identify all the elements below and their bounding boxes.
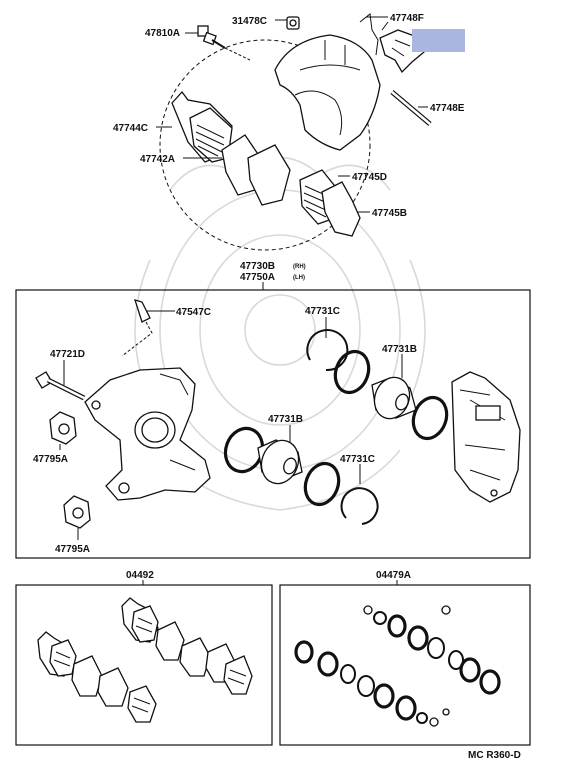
label-47750A-sub: (LH) bbox=[293, 275, 305, 281]
bleeder-47547C bbox=[121, 299, 175, 357]
caliper-outer bbox=[451, 371, 521, 503]
label-47731C-top: 47731C bbox=[305, 306, 340, 317]
caliper-assembly: 47547C 47731C 47721D 47731B 47795A 47731… bbox=[33, 299, 521, 555]
seal-ring-lower bbox=[303, 461, 341, 507]
label-47748F: 47748F bbox=[390, 13, 424, 24]
seal-ring-right bbox=[411, 395, 449, 441]
label-47745B: 47745B bbox=[372, 208, 407, 219]
seal-ring-upper bbox=[333, 349, 371, 395]
label-47731B-middle: 47731B bbox=[268, 414, 303, 425]
label-47750A: 47750A bbox=[240, 272, 275, 283]
dust-boot-47795A-top bbox=[49, 411, 77, 450]
label-47745D: 47745D bbox=[352, 172, 387, 183]
mounting-bracket bbox=[274, 34, 381, 151]
seal-kit-box bbox=[279, 584, 531, 746]
seal-kit-04479A bbox=[294, 605, 501, 727]
piston-47731B-top bbox=[371, 354, 417, 420]
caliper-body bbox=[84, 367, 211, 501]
pad-47742A bbox=[183, 107, 291, 206]
caliper-assembly-box bbox=[15, 289, 531, 559]
label-47742A: 47742A bbox=[140, 154, 175, 165]
pin-47748E bbox=[390, 90, 432, 126]
label-47721D: 47721D bbox=[50, 349, 85, 360]
piston-47731B-middle bbox=[257, 425, 303, 485]
seal-47731C-top bbox=[306, 329, 349, 372]
label-47810A: 47810A bbox=[145, 28, 180, 39]
dust-boot-47795A-bottom bbox=[63, 495, 91, 540]
nut-31478C bbox=[275, 16, 300, 30]
label-04479A: 04479A bbox=[376, 570, 411, 581]
label-47795A-bottom: 47795A bbox=[55, 544, 90, 555]
label-47547C: 47547C bbox=[176, 307, 211, 318]
label-47731B-top: 47731B bbox=[382, 344, 417, 355]
label-47731C-middle: 47731C bbox=[340, 454, 375, 465]
top-assembly: 47810A 31478C 47748F 47748E 47744C 47742… bbox=[113, 13, 465, 251]
label-47730B: 47730B bbox=[240, 261, 275, 272]
shim-47745B bbox=[321, 181, 370, 237]
highlight-box bbox=[412, 29, 465, 52]
pad-kit-04492 bbox=[37, 597, 253, 723]
pad-kit-box bbox=[15, 584, 273, 746]
label-31478C: 31478C bbox=[232, 16, 267, 27]
label-47748E: 47748E bbox=[430, 103, 465, 114]
label-04492: 04492 bbox=[126, 570, 154, 581]
label-47744C: 47744C bbox=[113, 123, 148, 134]
bolt-47721D bbox=[35, 360, 86, 401]
label-47730B-sub: (RH) bbox=[293, 264, 306, 270]
seal-47731C-middle bbox=[340, 487, 379, 525]
label-47795A-top: 47795A bbox=[33, 454, 68, 465]
bolt-47810A bbox=[185, 25, 251, 61]
drawing-code: MC R360-D bbox=[468, 750, 521, 761]
disc-outline bbox=[159, 39, 371, 251]
